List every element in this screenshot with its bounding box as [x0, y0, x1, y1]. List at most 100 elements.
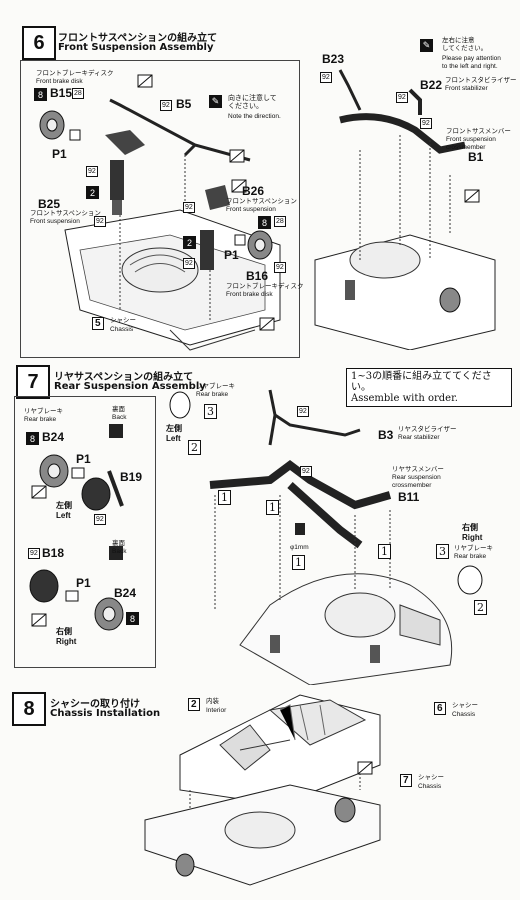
- rear-brake-right-jp: リヤブレーキ: [454, 545, 493, 552]
- part-92-d: 92: [183, 202, 195, 213]
- chassis-6-jp: シャシー: [452, 702, 478, 709]
- rear-brake-label-jp: リヤブレーキ: [24, 408, 63, 415]
- part-b18: B18: [42, 546, 65, 560]
- part-p1-right: P1: [76, 576, 91, 590]
- part-92-e: 92: [183, 258, 195, 269]
- chassis-ref-7: 7: [400, 774, 412, 787]
- part-p1-left: P1: [52, 147, 67, 161]
- back-label-en: Back: [112, 414, 127, 421]
- part-b23: B23: [322, 52, 345, 66]
- front-stabilizer-jp: フロントスタビライザー: [445, 77, 517, 84]
- note-direction-jp: 向きに注意して ください。: [228, 95, 277, 110]
- box-8-b24: 8: [26, 432, 39, 445]
- part-92-i: 92: [420, 118, 432, 129]
- part-92-g: 92: [320, 72, 332, 83]
- part-b25: B25: [38, 197, 61, 211]
- part-92-j: 92: [94, 514, 106, 525]
- note-icon: ✎: [209, 95, 222, 108]
- rear-stabilizer-jp: リヤスタビライザー: [398, 426, 457, 433]
- step-8-number: 8: [12, 692, 46, 726]
- front-brake-disk2-jp: フロントブレーキディスク: [226, 283, 304, 290]
- part-b3: B3: [378, 428, 394, 442]
- note-icon-2: ✎: [420, 39, 433, 52]
- step-7-title-jp: リヤサスペンションの組み立て: [54, 372, 194, 383]
- step-8-title-en: Chassis Installation: [50, 708, 161, 719]
- step-7-number: 7: [16, 365, 50, 399]
- interior-ref-2: 2: [188, 698, 200, 711]
- rear-member-en: Rear suspension crossmember: [392, 474, 441, 489]
- part-2-left: 2: [86, 186, 99, 199]
- front-crossmember-jp: フロントサスメンバー: [446, 128, 511, 135]
- part-b24: B24: [42, 430, 65, 444]
- step-6-title-en: Front Suspension Assembly: [58, 42, 214, 53]
- part-28: 28: [72, 88, 84, 99]
- back-label2-jp: 裏面: [112, 540, 125, 547]
- rear-member-jp: リヤサスメンバー: [392, 466, 444, 473]
- right2-en: Right: [462, 533, 483, 542]
- chassis-5-en: Chassis: [110, 326, 134, 333]
- front-suspension2-en: Front suspension: [226, 206, 276, 213]
- box-8: 8: [34, 88, 47, 101]
- part-92-h: 92: [396, 92, 408, 103]
- rear-brake-right-en: Rear brake: [454, 553, 487, 560]
- order-note-jp: 1~3の順番に組み立ててください。: [351, 371, 492, 393]
- rear-brake-top-jp: リヤブレーキ: [196, 383, 235, 390]
- order-2-right: 2: [474, 600, 487, 615]
- box-8-right: 8: [126, 612, 139, 625]
- drill-1mm: φ1mm: [290, 544, 309, 551]
- attention-lr-jp: 左右に注意 してください。: [442, 37, 488, 52]
- front-brake-disk-label-en: Front brake disk: [36, 78, 83, 85]
- part-8-right: 8: [258, 216, 271, 229]
- rear-brake-top-en: Rear brake: [196, 391, 229, 398]
- part-b24-right: B24: [114, 586, 137, 600]
- chassis-6-en: Chassis: [452, 711, 476, 718]
- step-6-title-jp: フロントサスペンションの組み立て: [58, 33, 218, 44]
- step-6-diagram-right: [314, 69, 496, 350]
- rear-stabilizer-en: Rear stabilizer: [398, 434, 440, 441]
- step-6-number: 6: [22, 26, 56, 60]
- right-label-jp: 右側: [56, 627, 72, 636]
- interior-jp: 内装: [206, 698, 219, 705]
- part-p1-left: P1: [76, 452, 91, 466]
- front-stabilizer-en: Front stabilizer: [445, 85, 488, 92]
- order-3-right: 3: [436, 544, 449, 559]
- front-suspension-label-jp: フロントサスペンション: [30, 210, 101, 217]
- order-3-left: 3: [204, 404, 217, 419]
- part-p1-right: P1: [224, 248, 239, 262]
- interior-en: Interior: [206, 707, 227, 714]
- part-28-right: 28: [274, 216, 286, 227]
- order-note-en: Assemble with order.: [351, 393, 458, 404]
- part-b11: B11: [398, 490, 420, 504]
- order-1-d: 1: [292, 555, 305, 570]
- step-8-title-jp: シャシーの取り付け: [50, 699, 140, 710]
- part-92-b: 92: [86, 166, 98, 177]
- step-6-left-panel: [20, 60, 300, 358]
- note-direction-en: Note the direction.: [228, 113, 281, 120]
- part-b1: B1: [468, 150, 484, 164]
- part-b15: B15: [50, 86, 73, 100]
- part-b16: B16: [246, 269, 269, 283]
- front-brake-disk2-en: Front brake disk: [226, 291, 273, 298]
- step-7-diagram-right: [169, 389, 483, 685]
- order-2-left: 2: [188, 440, 201, 455]
- part-2-right: 2: [183, 236, 196, 249]
- left-label-jp: 左側: [56, 501, 72, 510]
- part-b26: B26: [242, 184, 265, 198]
- step-7-diagram-left: [29, 424, 124, 631]
- part-92-a: 92: [160, 100, 172, 111]
- left2-jp: 左側: [166, 424, 182, 433]
- right2-jp: 右側: [462, 523, 478, 532]
- part-b22: B22: [420, 78, 443, 92]
- step-6-diagram-left: [39, 74, 281, 351]
- chassis-5-jp: シャシー: [110, 317, 136, 324]
- order-1-b: 1: [266, 500, 279, 515]
- step-8-diagram: [144, 694, 381, 886]
- back-label-jp: 裏面: [112, 406, 125, 413]
- front-crossmember-en: Front suspension crossmember: [446, 136, 496, 151]
- step-7-title-en: Rear Suspension Assembly: [54, 381, 206, 392]
- box-92-b18: 92: [28, 548, 40, 559]
- order-1-c: 1: [378, 544, 391, 559]
- part-92-c: 92: [94, 216, 106, 227]
- order-note: 1~3の順番に組み立ててください。 Assemble with order.: [346, 368, 512, 407]
- part-b5: B5: [176, 97, 192, 111]
